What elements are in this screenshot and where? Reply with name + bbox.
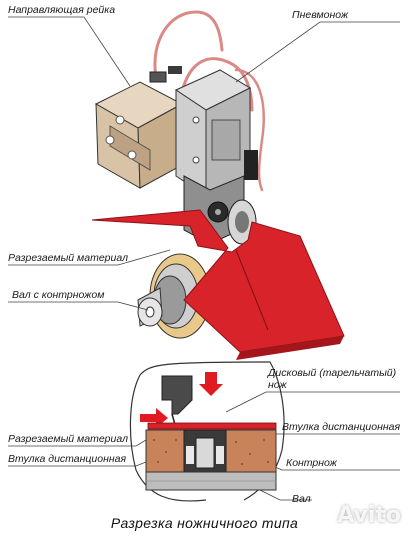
label-counter-knife: Контрнож <box>286 457 337 469</box>
cut-material-sheet <box>91 209 345 360</box>
label-guide-rail: Направляющая рейка <box>8 4 116 16</box>
figure-caption: Разрезка ножничного типа <box>110 515 299 531</box>
label-disc-knife-2: нож <box>268 379 287 391</box>
label-cut-material-top: Разрезаемый материал <box>8 252 129 264</box>
label-spacer-sleeve-right: Втулка дистанционная <box>282 421 401 433</box>
cross-section-diagram <box>129 361 285 502</box>
label-pneumo-knife: Пневмонож <box>292 9 349 21</box>
guide-rail-drawing <box>94 81 185 189</box>
label-spacer-sleeve-left: Втулка дистанционная <box>8 453 127 465</box>
down-arrow <box>199 372 223 396</box>
label-cut-material-bottom: Разрезаемый материал <box>8 433 129 445</box>
avito-watermark: Avito <box>337 503 401 528</box>
pneumo-knife-drawing <box>174 69 258 245</box>
label-shaft: Вал <box>292 493 311 505</box>
shaft-drawing <box>137 253 211 339</box>
label-shaft-counter-knife: Вал с контрножом <box>12 289 105 301</box>
label-disc-knife-1: Дисковый (тарельчатый) <box>268 367 397 379</box>
